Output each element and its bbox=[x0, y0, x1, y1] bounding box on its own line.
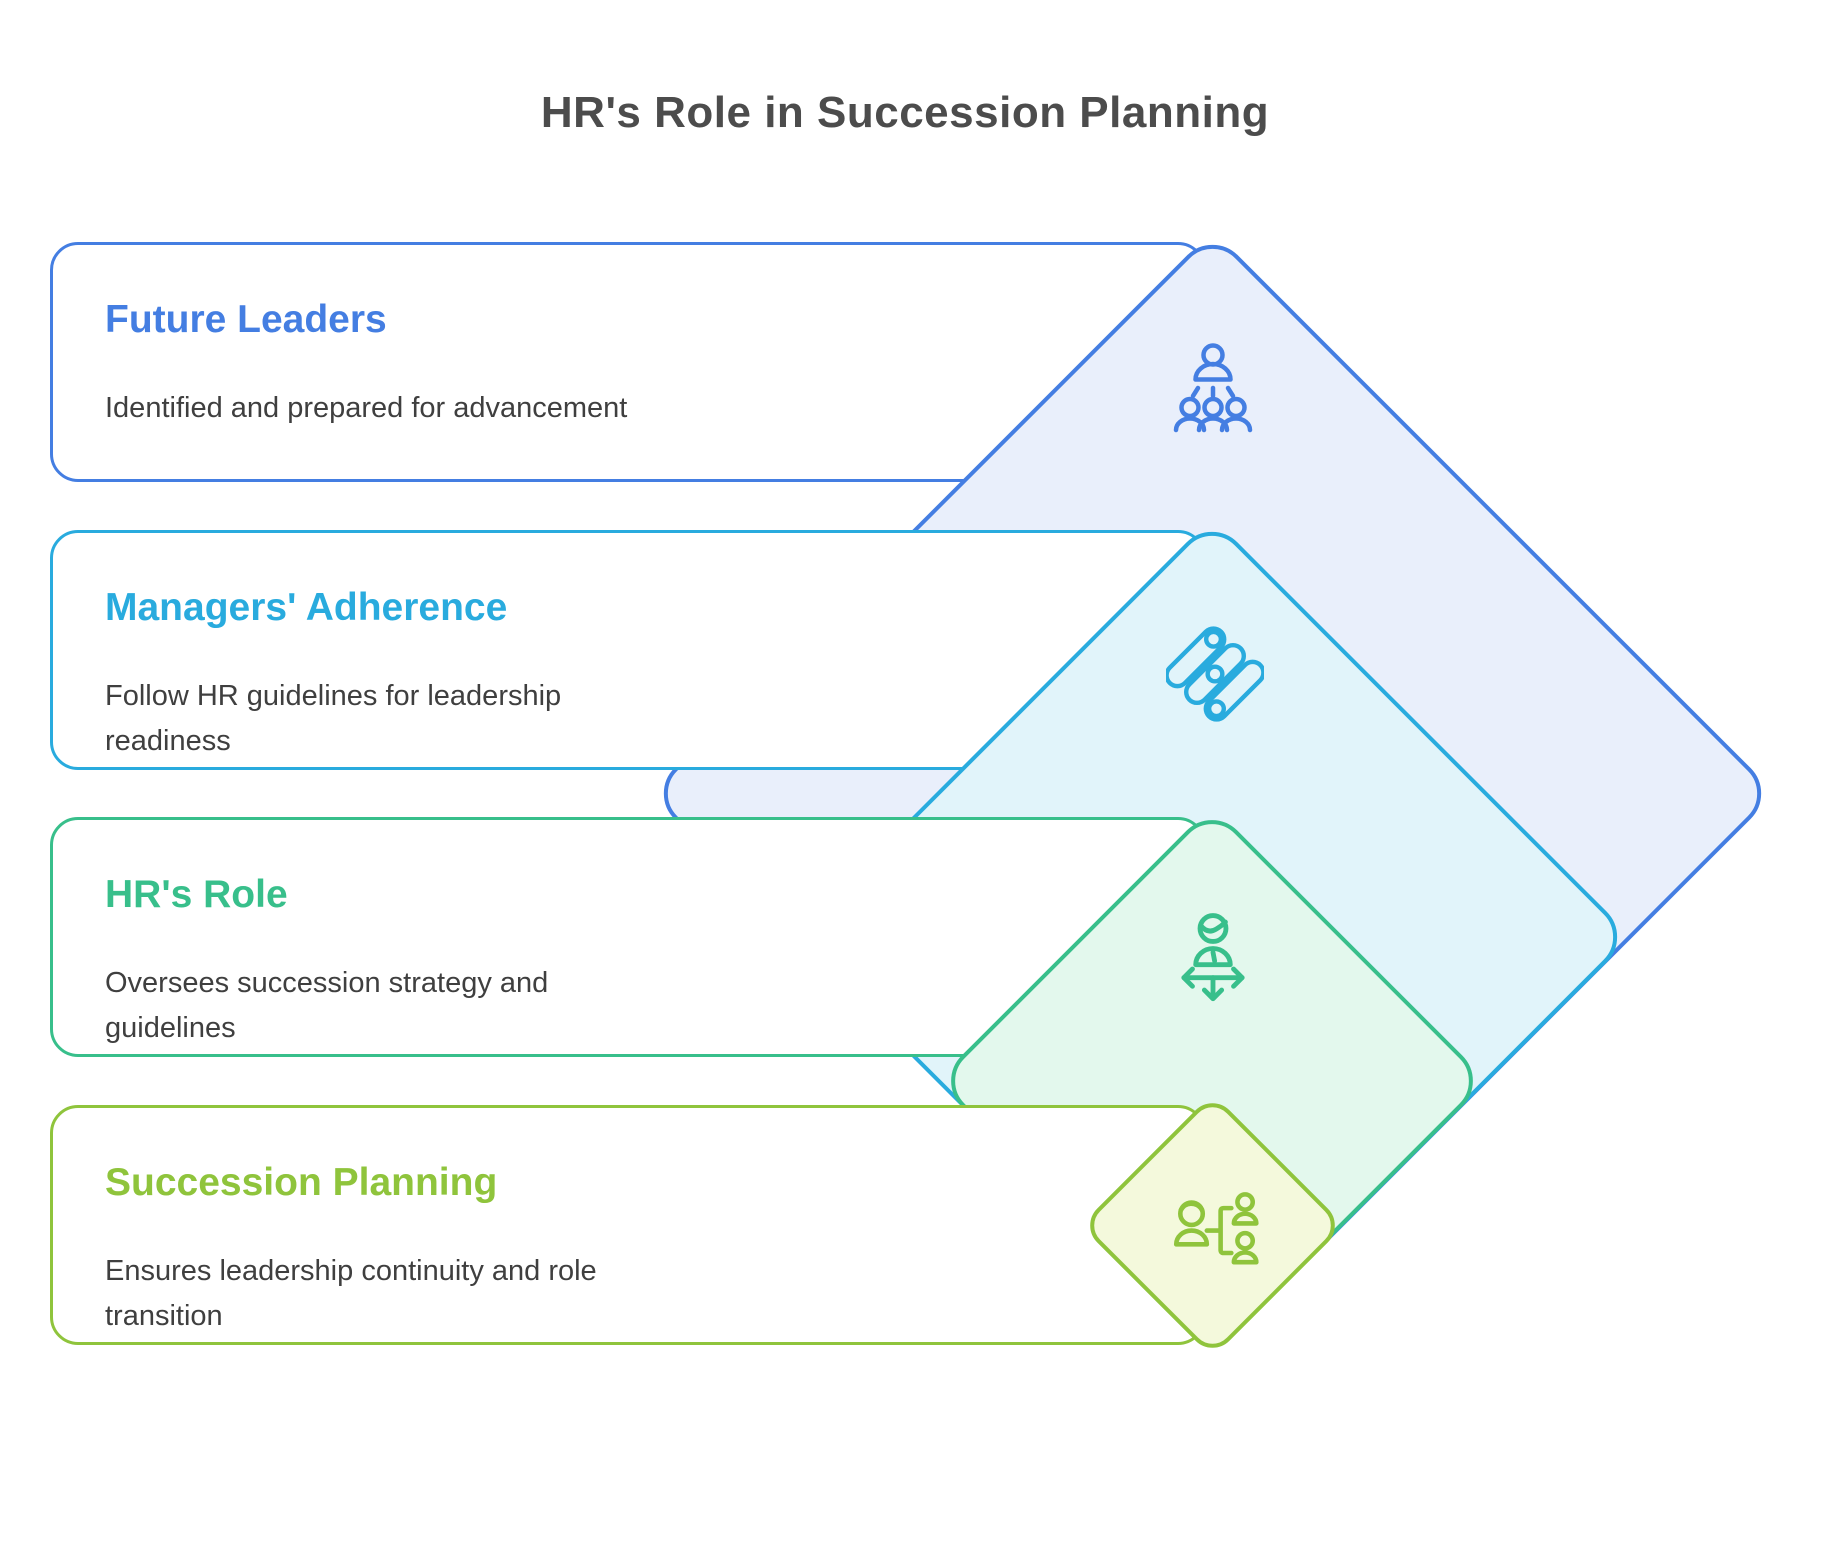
card-title-succession-planning: Succession Planning bbox=[105, 1161, 498, 1204]
card-succession-planning: Succession Planning Ensures leadership c… bbox=[50, 1105, 1206, 1345]
card-title-managers-adherence: Managers' Adherence bbox=[105, 586, 508, 629]
card-title-future-leaders: Future Leaders bbox=[105, 298, 387, 341]
card-description-managers-adherence: Follow HR guidelines for leadership read… bbox=[105, 680, 562, 757]
card-description-future-leaders: Identified and prepared for advancement bbox=[105, 392, 628, 424]
leader-team-icon bbox=[1163, 340, 1263, 442]
page-title: HR's Role in Succession Planning bbox=[540, 88, 1270, 137]
card-future-leaders: Future Leaders Identified and prepared f… bbox=[50, 242, 1206, 482]
card-description-hrs-role: Oversees succession strategy and guideli… bbox=[105, 967, 549, 1044]
card-title-hrs-role: HR's Role bbox=[105, 873, 288, 916]
card-description-succession-planning: Ensures leadership continuity and role t… bbox=[105, 1255, 597, 1332]
person-direction-icon bbox=[1159, 908, 1267, 1016]
process-steps-icon bbox=[1166, 625, 1264, 723]
org-chart-icon bbox=[1164, 1176, 1266, 1278]
